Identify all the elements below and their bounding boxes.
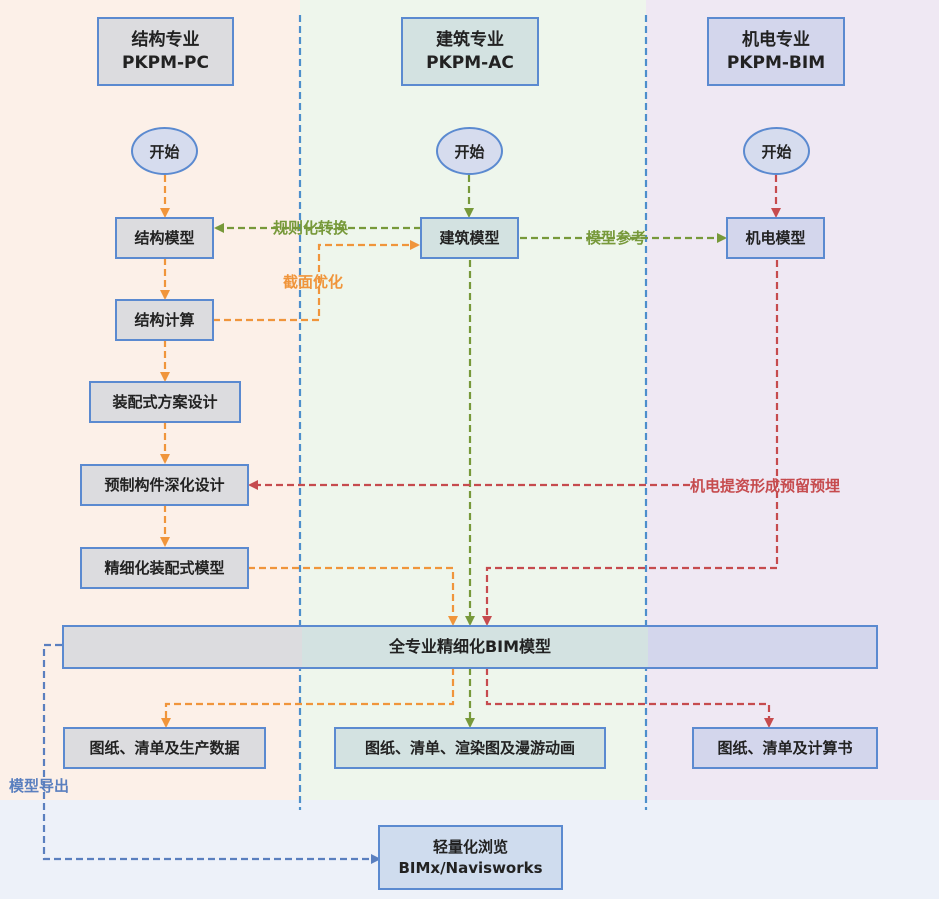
- edge-refined-to-bim: [248, 566, 458, 626]
- structure-lane-software: PKPM-PC: [121, 52, 209, 73]
- edge-model-export: [42, 643, 381, 864]
- label-model-reference: 模型参考: [586, 229, 647, 247]
- architecture-output-box: 图纸、清单、渲染图及漫游动画: [334, 727, 606, 769]
- edge-bim-to-mep-output: [485, 668, 774, 728]
- full-bim-model-box: 全专业精细化BIM模型: [62, 625, 878, 669]
- lightweight-viewer-software: BIMx/Navisworks: [398, 858, 543, 877]
- edge-section-optimization: [213, 240, 420, 322]
- structure-lane-header: 结构专业 PKPM-PC: [97, 17, 234, 86]
- edge-mep-to-bim: [482, 260, 779, 626]
- full-bim-model-label: 全专业精细化BIM模型: [388, 637, 552, 657]
- lightweight-viewer-box: 轻量化浏览 BIMx/Navisworks: [378, 825, 563, 890]
- architecture-lane-header: 建筑专业 PKPM-AC: [401, 17, 539, 86]
- architecture-model-box: 建筑模型: [420, 217, 519, 259]
- mep-lane-title: 机电专业: [742, 29, 810, 50]
- start-node-structure: 开始: [131, 127, 198, 175]
- mep-model-box: 机电模型: [726, 217, 825, 259]
- structure-calc-box: 结构计算: [115, 299, 214, 341]
- prefab-scheme-box: 装配式方案设计: [89, 381, 241, 423]
- start-node-mep: 开始: [743, 127, 810, 175]
- prefab-detail-box: 预制构件深化设计: [80, 464, 249, 506]
- label-mep-reserve: 机电提资形成预留预埋: [690, 477, 841, 495]
- refined-prefab-model-box: 精细化装配式模型: [80, 547, 249, 589]
- lightweight-viewer-title: 轻量化浏览: [432, 838, 508, 857]
- start-node-architecture: 开始: [436, 127, 503, 175]
- edge-bim-to-structure-output: [161, 668, 455, 728]
- mep-lane-header: 机电专业 PKPM-BIM: [707, 17, 845, 86]
- mep-output-box: 图纸、清单及计算书: [692, 727, 878, 769]
- label-normalize: 规则化转换: [273, 219, 349, 237]
- structure-model-box: 结构模型: [115, 217, 214, 259]
- architecture-lane-software: PKPM-AC: [426, 52, 514, 73]
- structure-lane-title: 结构专业: [131, 29, 200, 50]
- structure-output-box: 图纸、清单及生产数据: [63, 727, 266, 769]
- mep-lane-software: PKPM-BIM: [726, 52, 826, 73]
- architecture-lane-title: 建筑专业: [436, 29, 504, 50]
- label-model-export: 模型导出: [9, 777, 70, 795]
- label-section-optimization: 截面优化: [283, 273, 344, 291]
